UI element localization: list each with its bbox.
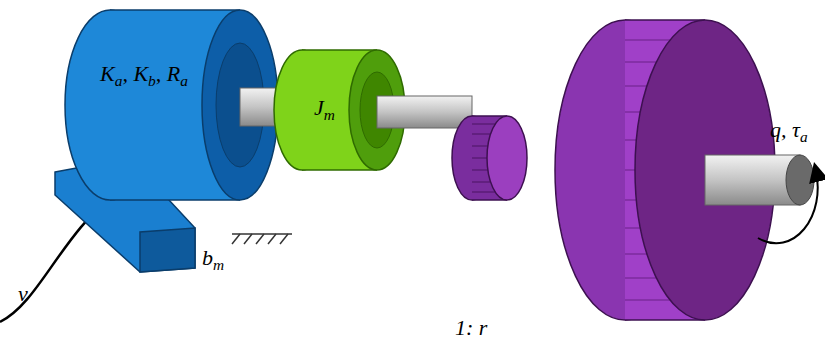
output-label: q, τa — [770, 118, 808, 146]
inertia-label: Jm — [314, 96, 335, 124]
damping-label: bm — [202, 246, 224, 274]
rotation-arrow — [758, 166, 818, 243]
damper-hatch — [232, 234, 292, 244]
motor-constants: Ka, Kb, Ra — [100, 62, 188, 90]
voltage-label: v — [18, 282, 28, 306]
shaft — [377, 96, 472, 128]
gear-ratio: 1: r — [455, 316, 487, 340]
